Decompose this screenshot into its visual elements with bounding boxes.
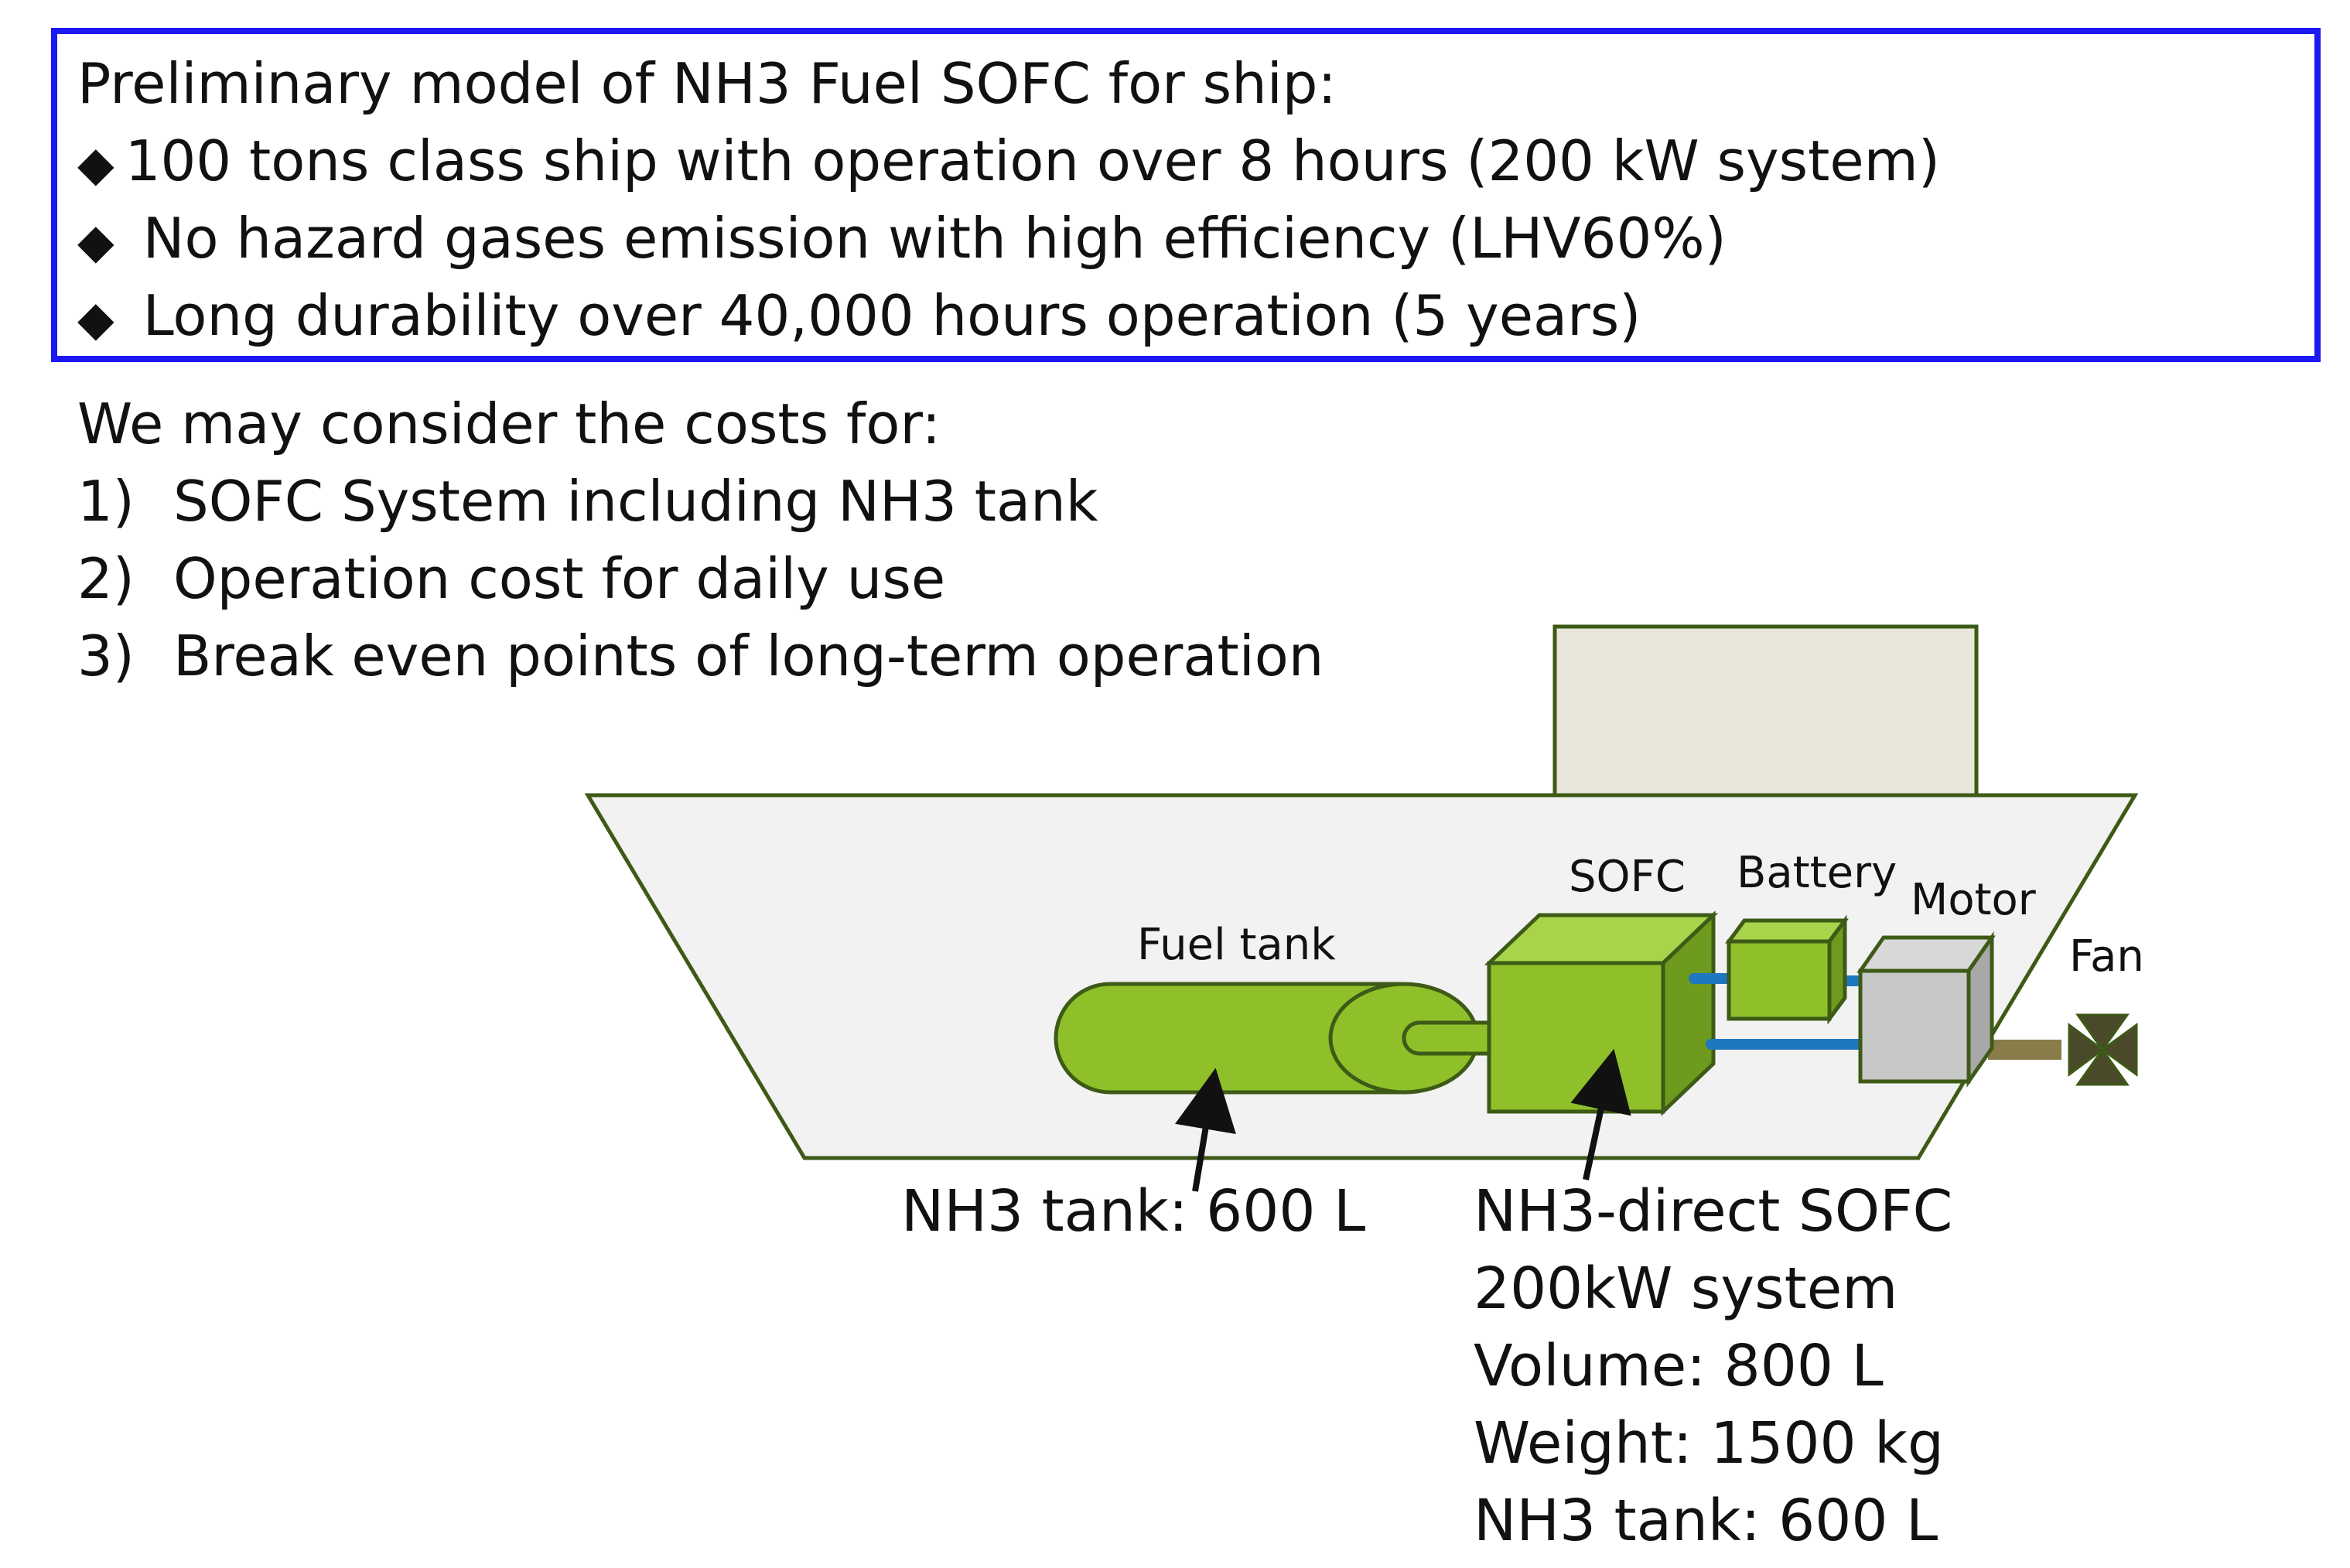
fan-label: Fan — [2069, 931, 2144, 982]
ship-hull — [584, 793, 2139, 1160]
diamond-bullet-icon: ◆ — [77, 213, 114, 269]
fan-icon — [2068, 1013, 2138, 1086]
summary-box — [51, 28, 2321, 362]
sofc-annotation-line-5: NH3 tank: 600 L — [1474, 1488, 1938, 1554]
fuel-tank-label: Fuel tank — [1137, 920, 1336, 970]
sofc-annotation-line-3: Volume: 800 L — [1474, 1333, 1884, 1399]
sofc-unit — [1484, 910, 1719, 1116]
sofc-annotation-line-4: Weight: 1500 kg — [1474, 1410, 1944, 1477]
sofc-label: SOFC — [1569, 852, 1686, 902]
diamond-bullet-icon: ◆ — [77, 135, 114, 192]
costs-item-1: 1)SOFC System including NH3 tank — [77, 469, 1098, 534]
ship-cabin — [1552, 624, 1979, 798]
costs-item-2: 2)Operation cost for daily use — [77, 546, 946, 611]
diamond-bullet-icon: ◆ — [77, 290, 114, 347]
battery-unit — [1725, 914, 1849, 1025]
tank-annotation: NH3 tank: 600 L — [901, 1178, 1366, 1245]
sofc-pointer-arrow — [1570, 1048, 1631, 1180]
tank-pointer-arrow — [1174, 1068, 1236, 1192]
costs-item-3: 3)Break even points of long-term operati… — [77, 623, 1324, 688]
summary-bullet-2: ◆ No hazard gases emission with high eff… — [77, 206, 1727, 271]
summary-title: Preliminary model of NH3 Fuel SOFC for s… — [77, 51, 1337, 116]
battery-label: Battery — [1737, 848, 1897, 898]
sofc-annotation-line-2: 200kW system — [1474, 1255, 1898, 1322]
summary-bullet-3: ◆ Long durability over 40,000 hours oper… — [77, 283, 1641, 348]
sofc-annotation-line-1: NH3-direct SOFC — [1474, 1178, 1953, 1245]
fuel-tank — [1054, 982, 1499, 1095]
costs-intro: We may consider the costs for: — [77, 391, 941, 456]
summary-bullet-1: ◆100 tons class ship with operation over… — [77, 128, 1940, 193]
motor-label: Motor — [1911, 875, 2037, 925]
motor-unit — [1856, 931, 1996, 1088]
